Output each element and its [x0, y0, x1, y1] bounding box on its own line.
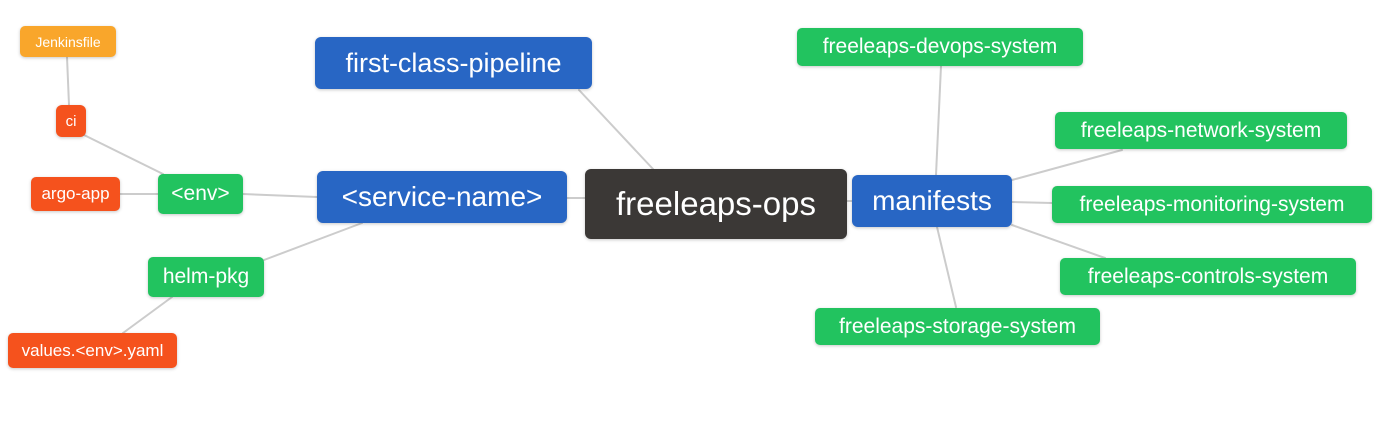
- node-first-class-pipeline[interactable]: first-class-pipeline: [315, 37, 592, 89]
- edge-ci-env: [79, 132, 164, 175]
- edge-manifests-network-system: [1011, 149, 1123, 181]
- node-manifests[interactable]: manifests: [852, 175, 1012, 227]
- edge-manifests-monitoring-system: [1011, 201, 1053, 204]
- edge-jenkinsfile-ci: [66, 56, 70, 106]
- node-freeleaps-devops-system[interactable]: freeleaps-devops-system: [797, 28, 1083, 66]
- node-freeleaps-network-system[interactable]: freeleaps-network-system: [1055, 112, 1347, 149]
- edge-service-name-helm-pkg: [263, 222, 363, 261]
- node-ci[interactable]: ci: [56, 105, 86, 137]
- node-env[interactable]: <env>: [158, 174, 243, 214]
- node-helm-pkg[interactable]: helm-pkg: [148, 257, 264, 297]
- node-argo-app[interactable]: argo-app: [31, 177, 120, 211]
- edge-manifests-devops-system: [935, 65, 942, 176]
- node-values-env-yaml[interactable]: values.<env>.yaml: [8, 333, 177, 368]
- edge-manifests-controls-system: [1011, 224, 1106, 259]
- node-freeleaps-monitoring-system[interactable]: freeleaps-monitoring-system: [1052, 186, 1372, 223]
- node-freeleaps-storage-system[interactable]: freeleaps-storage-system: [815, 308, 1100, 345]
- edge-first-class-pipeline-freeleaps-ops: [578, 89, 654, 170]
- node-freeleaps-ops[interactable]: freeleaps-ops: [585, 169, 847, 239]
- node-jenkinsfile[interactable]: Jenkinsfile: [20, 26, 116, 57]
- edge-manifests-storage-system: [936, 226, 957, 308]
- node-freeleaps-controls-system[interactable]: freeleaps-controls-system: [1060, 258, 1356, 295]
- edge-env-service-name: [242, 193, 318, 198]
- edge-helm-pkg-values-env-yaml: [122, 296, 173, 334]
- node-service-name[interactable]: <service-name>: [317, 171, 567, 223]
